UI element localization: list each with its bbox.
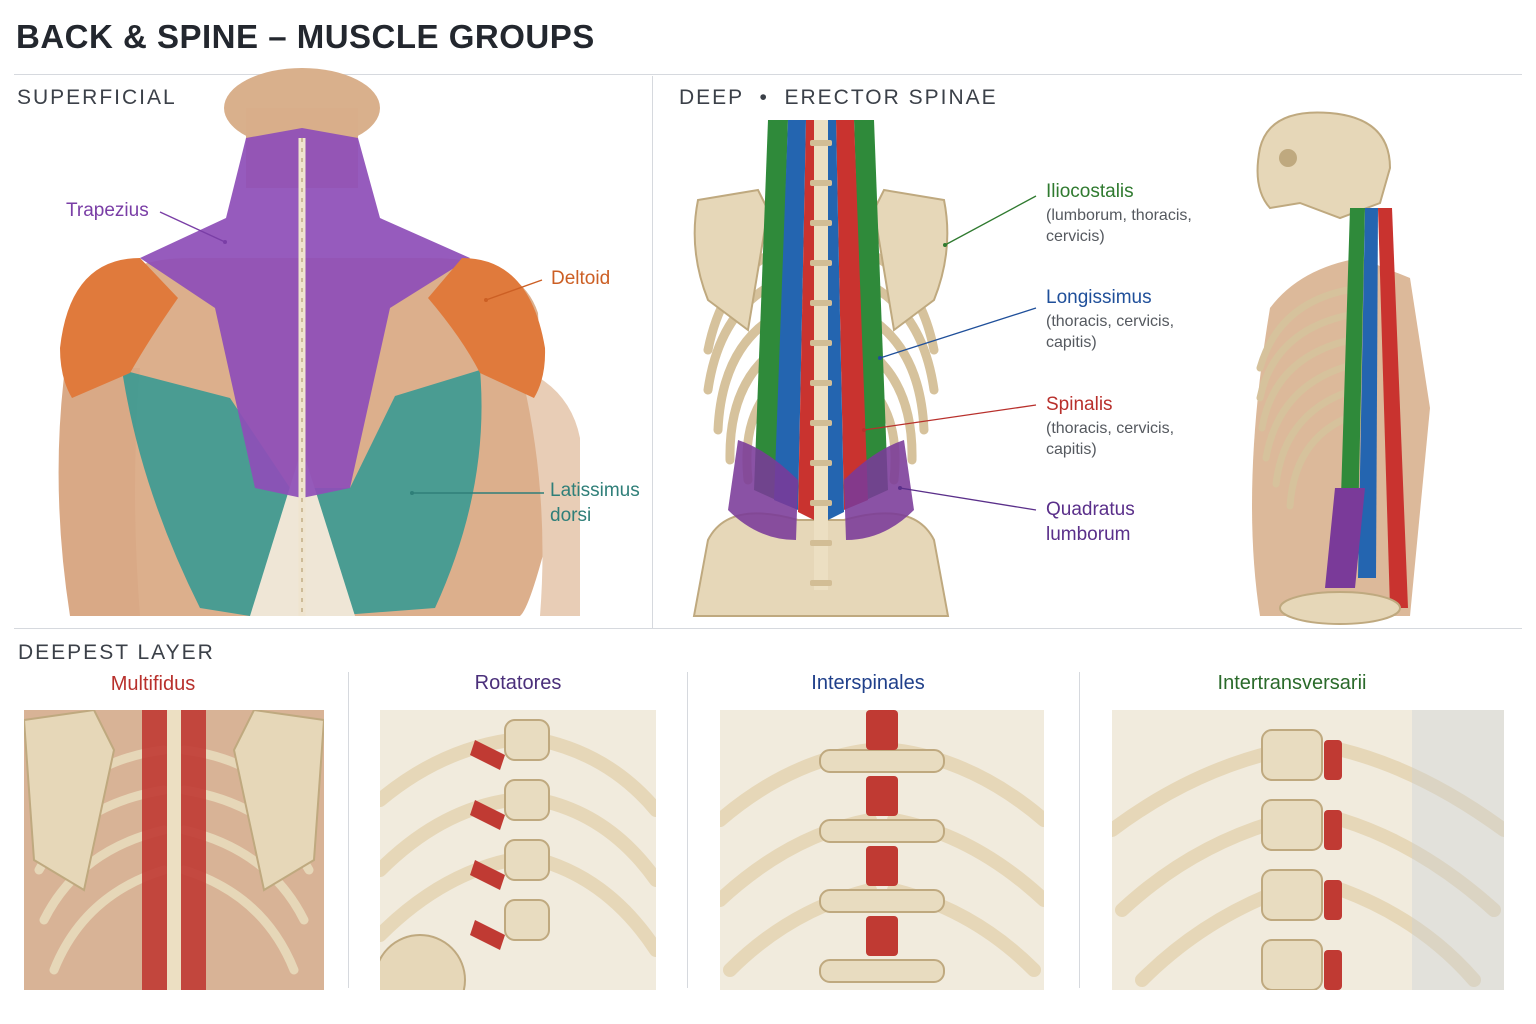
title-divider xyxy=(14,74,1522,75)
label-quadratus-lumborum: Quadratus lumborum xyxy=(1046,499,1135,545)
panel-separator xyxy=(687,672,688,988)
detail-longissimus: (thoracis, cervicis, capitis) xyxy=(1046,313,1175,351)
erector-spinae-lateral-illustration xyxy=(1252,111,1430,625)
label-deltoid: Deltoid xyxy=(551,268,611,289)
panel-title-intertransversarii: Intertransversarii xyxy=(1217,672,1367,694)
superficial-heading: SUPERFICIAL xyxy=(17,86,177,109)
deepest-heading: DEEPEST LAYER xyxy=(18,641,215,664)
label-latissimus: Latissimus dorsi xyxy=(550,480,640,526)
superficial-back-illustration xyxy=(58,68,580,616)
deepest-divider xyxy=(14,628,1522,629)
label-iliocostalis: Iliocostalis xyxy=(1046,181,1134,202)
quadratus-right xyxy=(844,440,914,540)
rotatores-illustration xyxy=(380,710,656,990)
panel-title-multifidus: Multifidus xyxy=(110,673,196,695)
label-trapezius: Trapezius xyxy=(66,200,149,221)
spinalis-right xyxy=(826,120,844,520)
lateral-spinalis xyxy=(1378,208,1408,608)
iliocostalis-left xyxy=(754,120,788,500)
interspinales-illustration xyxy=(720,710,1044,990)
panel-title-rotatores: Rotatores xyxy=(474,672,562,694)
label-longissimus: Longissimus xyxy=(1046,287,1152,308)
label-spinalis: Spinalis xyxy=(1046,394,1113,415)
detail-spinalis: (thoracis, cervicis, capitis) xyxy=(1046,420,1175,458)
page-title: BACK & SPINE – MUSCLE GROUPS xyxy=(16,18,595,55)
panel-separator xyxy=(1079,672,1080,988)
longissimus-left xyxy=(774,120,806,510)
erector-spinae-posterior-illustration xyxy=(668,120,974,617)
deep-heading: DEEP • ERECTOR SPINAE xyxy=(679,86,998,109)
detail-iliocostalis: (lumborum, thoracis, cervicis) xyxy=(1046,207,1192,245)
section-divider xyxy=(652,76,653,628)
panel-title-interspinales: Interspinales xyxy=(811,672,925,694)
quadratus-left xyxy=(728,440,798,540)
spinalis-left xyxy=(798,120,816,520)
longissimus-right xyxy=(836,120,868,510)
multifidus-illustration xyxy=(24,710,324,990)
lateral-longissimus xyxy=(1358,208,1378,578)
lateral-iliocostalis xyxy=(1340,208,1365,528)
lateral-quadratus xyxy=(1325,488,1365,588)
intertransversarii-illustration xyxy=(1112,710,1504,990)
deltoid-left xyxy=(60,258,178,398)
panel-separator xyxy=(348,672,349,988)
